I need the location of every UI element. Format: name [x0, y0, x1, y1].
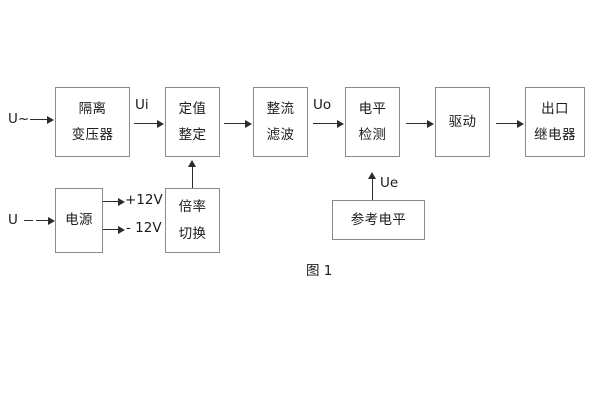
block-output-relay: 出口 继电器: [525, 87, 585, 157]
block-line: 电源: [65, 212, 93, 229]
label-signal-uo: Uo: [313, 97, 332, 113]
block-drive: 驱动: [435, 87, 490, 157]
block-power-supply: 电源: [55, 188, 103, 253]
lead-segment-input-dc: [24, 220, 33, 222]
block-line: 倍率: [178, 199, 207, 216]
block-line: 继电器: [534, 127, 576, 143]
block-line: 检测: [358, 127, 387, 143]
arrow-input-dc-to-power-supply: [36, 216, 55, 225]
block-line: 隔离: [78, 100, 107, 117]
block-line: 整定: [178, 127, 207, 143]
arrow-reference-level-to-level-detection: [368, 172, 377, 200]
arrow-rail-negative: [103, 225, 125, 234]
block-setting-value: 定值 整定: [165, 87, 220, 157]
block-isolation-transformer: 隔离 变压器: [55, 87, 130, 157]
block-multiplier-switch: 倍率 切换: [165, 188, 220, 253]
figure-caption: 图 1: [306, 263, 333, 279]
label-rail-negative: - 12V: [126, 220, 162, 236]
arrow-level-detection-to-drive: [406, 119, 435, 128]
block-line: 变压器: [71, 127, 114, 143]
label-input-ac: U~: [8, 111, 30, 127]
block-line: 驱动: [448, 113, 477, 130]
block-line: 电平: [358, 100, 387, 117]
label-signal-ue: Ue: [380, 175, 399, 191]
arrow-setting-value-to-rectify-filter: [224, 119, 253, 128]
block-rectify-filter: 整流 滤波: [253, 87, 308, 157]
block-line: 整流: [266, 100, 295, 117]
label-input-dc: U: [8, 212, 18, 228]
block-line: 参考电平: [350, 211, 407, 228]
arrow-rectify-filter-to-level-detection: [313, 119, 345, 128]
block-line: 定值: [178, 100, 207, 117]
arrow-rail-positive: [103, 197, 125, 206]
arrow-drive-to-output-relay: [496, 119, 525, 128]
block-line: 出口: [541, 100, 569, 117]
arrow-input-ac-to-isolation-transformer: [30, 115, 54, 124]
block-line: 切换: [178, 225, 207, 242]
arrow-isolation-transformer-to-setting-value: [134, 119, 165, 128]
label-signal-ui: Ui: [135, 97, 149, 113]
arrow-multiplier-switch-to-setting-value: [188, 160, 197, 188]
label-rail-positive: +12V: [125, 192, 163, 208]
block-level-detection: 电平 检测: [345, 87, 400, 157]
block-line: 滤波: [266, 127, 295, 143]
block-reference-level: 参考电平: [332, 200, 425, 240]
